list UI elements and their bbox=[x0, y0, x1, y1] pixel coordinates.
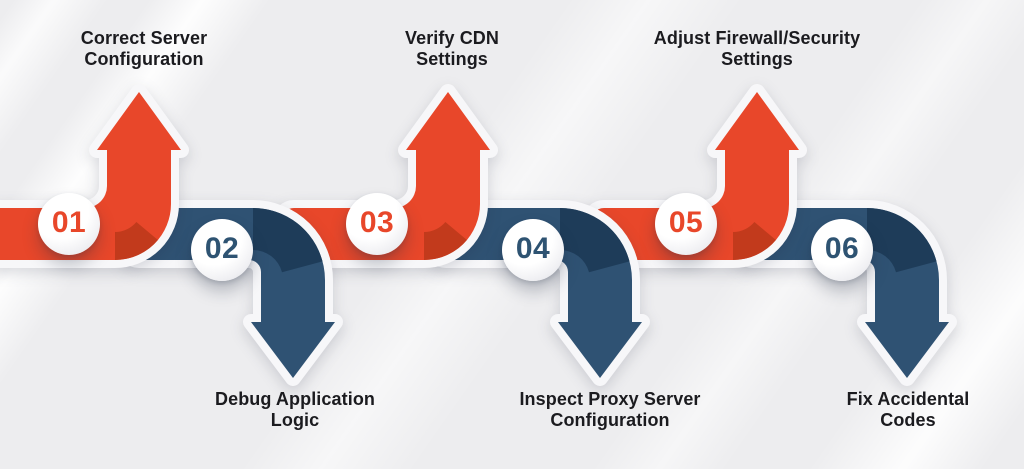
step-1-label-line-2: Configuration bbox=[84, 49, 204, 69]
step-6-label-line-1: Fix Accidental bbox=[846, 389, 970, 409]
step-2-label-line-2: Logic bbox=[270, 410, 320, 430]
step-2-label-line-1: Debug Application bbox=[214, 389, 376, 409]
step-2-number: 02 bbox=[204, 232, 240, 265]
step-4-label: Inspect Proxy Server Configuration bbox=[450, 389, 770, 431]
step-1-number-badge: 01 bbox=[38, 193, 100, 255]
step-5-number-badge: 05 bbox=[655, 193, 717, 255]
step-5-number: 05 bbox=[668, 206, 704, 239]
step-2-label: Debug Application Logic bbox=[135, 389, 455, 431]
step-1-label: Correct Server Configuration bbox=[0, 28, 304, 70]
step-2-number-badge: 02 bbox=[191, 219, 253, 281]
step-3-label: Verify CDN Settings bbox=[292, 28, 612, 70]
step-3-number-badge: 03 bbox=[346, 193, 408, 255]
step-6-number: 06 bbox=[824, 232, 860, 265]
step-6-label-line-2: Codes bbox=[880, 410, 936, 430]
step-6-number-badge: 06 bbox=[811, 219, 873, 281]
step-4-number-badge: 04 bbox=[502, 219, 564, 281]
step-1-number: 01 bbox=[51, 206, 87, 239]
step-3-label-line-2: Settings bbox=[416, 49, 488, 69]
step-4-number: 04 bbox=[515, 232, 551, 265]
step-6-label: Fix Accidental Codes bbox=[748, 389, 1024, 431]
step-5-label: Adjust Firewall/Security Settings bbox=[597, 28, 917, 70]
step-5-label-line-2: Settings bbox=[721, 49, 793, 69]
step-4-label-line-2: Configuration bbox=[550, 410, 670, 430]
step-3-label-line-1: Verify CDN bbox=[404, 28, 500, 48]
step-3-number: 03 bbox=[359, 206, 395, 239]
step-5-elbow-arrow-up-icon bbox=[582, 84, 807, 268]
step-4-label-line-1: Inspect Proxy Server bbox=[519, 389, 701, 409]
step-5-label-line-1: Adjust Firewall/Security bbox=[653, 28, 861, 48]
step-1-label-line-1: Correct Server bbox=[80, 28, 208, 48]
